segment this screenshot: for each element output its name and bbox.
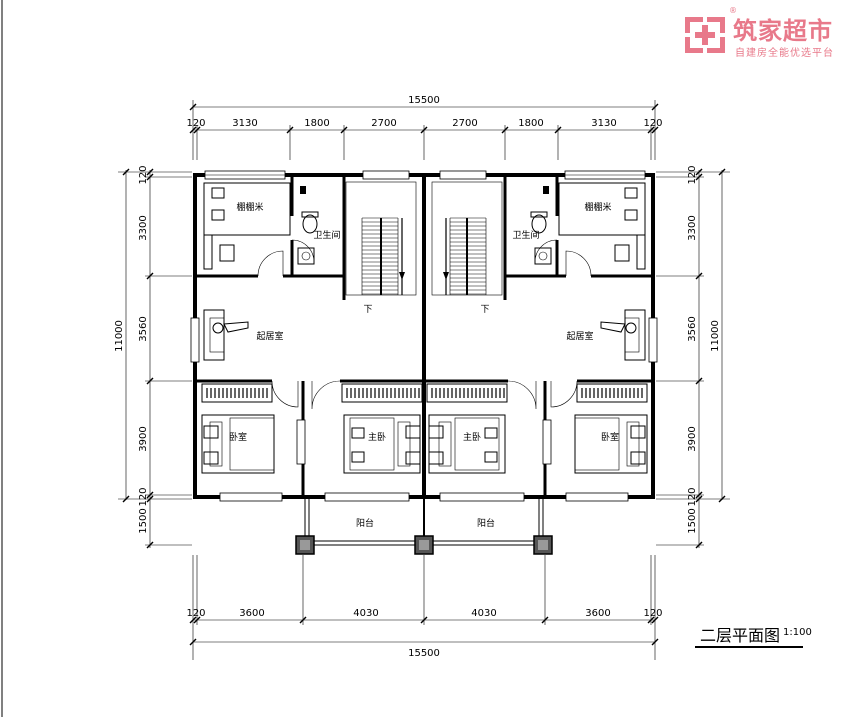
- windows: [190, 170, 658, 502]
- label-balcony-left: 阳台: [356, 517, 374, 529]
- bottom-dim-2: 3600: [239, 608, 264, 619]
- right-dim-4: 3900: [687, 426, 698, 451]
- top-dim-6: 1800: [518, 118, 543, 129]
- top-dim-1: 120: [186, 118, 205, 129]
- brand-name: 筑家超市: [733, 17, 833, 45]
- top-dim-2: 3130: [232, 118, 257, 129]
- bottom-dim-3: 4030: [353, 608, 378, 619]
- top-dim-8: 120: [643, 118, 662, 129]
- bottom-dim-1: 120: [186, 608, 205, 619]
- brand-tagline: 自建房全能优选平台: [735, 48, 834, 59]
- left-dim-3: 3560: [138, 316, 149, 341]
- bottom-dim-4: 4030: [471, 608, 496, 619]
- balcony: [295, 497, 553, 555]
- left-dimensions: 11000 120 3300 3560 3900 120 1500: [114, 165, 192, 549]
- right-dim-3: 3560: [687, 316, 698, 341]
- left-dim-2: 3300: [138, 215, 149, 240]
- title-underline: [695, 646, 803, 648]
- top-dim-3: 1800: [304, 118, 329, 129]
- stair-left: [345, 181, 417, 296]
- label-bedroom-right: 卧室: [601, 431, 619, 443]
- right-dimensions: 11000 120 3300 3560 3900 120 1500: [656, 165, 730, 549]
- label-stair-down-right: 下: [480, 305, 489, 315]
- left-dim-6: 1500: [138, 508, 149, 533]
- bottom-dim-6: 120: [643, 608, 662, 619]
- furniture-right: [426, 182, 648, 474]
- top-dimensions: 15500 120 3130 1800 2700 2700 1800 3130 …: [186, 95, 663, 160]
- label-bathroom-right: 卫生间: [512, 229, 539, 241]
- left-dim-4: 3900: [138, 426, 149, 451]
- label-balcony-right: 阳台: [477, 517, 495, 529]
- right-dim-6: 1500: [687, 508, 698, 533]
- label-master-right: 主卧: [463, 431, 481, 443]
- bottom-dim-5: 3600: [585, 608, 610, 619]
- stair-right: [431, 181, 503, 296]
- room-labels: 棚棚米 棚棚米 卫生间 卫生间 起居室 起居室 卧室 卧室 主卧 主卧 阳台 阳…: [229, 201, 619, 529]
- label-living-right: 起居室: [566, 330, 593, 342]
- label-storage-right: 棚棚米: [584, 201, 611, 213]
- label-living-left: 起居室: [256, 330, 283, 342]
- label-storage-left: 棚棚米: [236, 201, 263, 213]
- right-dim-1: 120: [687, 165, 698, 184]
- label-bedroom-left: 卧室: [229, 431, 247, 443]
- left-dim-1: 120: [138, 165, 149, 184]
- brand-logo: ® 筑家超市 自建房全能优选平台: [683, 6, 848, 61]
- registered-mark: ®: [729, 6, 737, 15]
- label-bathroom-left: 卫生间: [313, 229, 340, 241]
- top-dim-4: 2700: [371, 118, 396, 129]
- left-total-dim: 11000: [114, 320, 125, 352]
- right-total-dim: 11000: [710, 320, 721, 352]
- left-dim-5: 120: [138, 487, 149, 506]
- bottom-total-dim: 15500: [408, 648, 440, 659]
- top-dim-5: 2700: [452, 118, 477, 129]
- label-stair-down-left: 下: [363, 305, 372, 315]
- top-dim-7: 3130: [591, 118, 616, 129]
- bottom-dimensions: 120 3600 4030 4030 3600 120 15500: [186, 555, 663, 660]
- furniture-left: [201, 182, 423, 474]
- top-total-dim: 15500: [408, 95, 440, 106]
- right-dim-2: 3300: [687, 215, 698, 240]
- plan-scale: 1:100: [783, 627, 812, 638]
- right-dim-5: 120: [687, 487, 698, 506]
- plan-title: 二层平面图: [700, 626, 781, 645]
- brand-mark-icon: [685, 17, 725, 53]
- label-master-left: 主卧: [368, 431, 386, 443]
